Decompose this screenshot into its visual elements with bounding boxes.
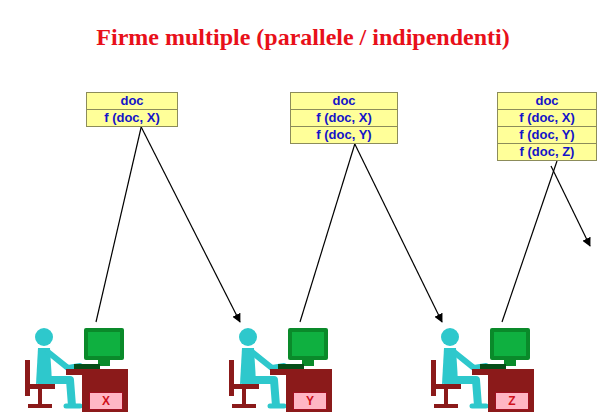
signature-flow [96,127,141,322]
signer-label: Y [293,392,327,410]
signature-row: f (doc, X) [86,109,178,127]
signature-flow [502,161,557,322]
signature-flow [141,127,240,322]
document-stack: docf (doc, X)f (doc, Y)f (doc, Z) [497,92,597,161]
document-stack: docf (doc, X) [86,92,178,127]
document-row: doc [290,92,398,110]
signer-workstation: Z [428,322,534,412]
signature-flow [300,144,355,322]
signature-row: f (doc, Y) [497,126,597,144]
signer-label: X [89,392,123,410]
signature-row: f (doc, Y) [290,126,398,144]
signature-row: f (doc, X) [497,109,597,127]
title: Firme multiple (parallele / indipendenti… [0,24,606,51]
document-row: doc [497,92,597,110]
signature-row: f (doc, Z) [497,143,597,161]
signer-workstation: Y [226,322,332,412]
document-row: doc [86,92,178,110]
signer-label: Z [495,392,529,410]
signature-flow [355,144,442,322]
document-stack: docf (doc, X)f (doc, Y) [290,92,398,144]
signer-workstation: X [22,322,128,412]
outgoing-arrow [551,166,590,246]
signature-row: f (doc, X) [290,109,398,127]
